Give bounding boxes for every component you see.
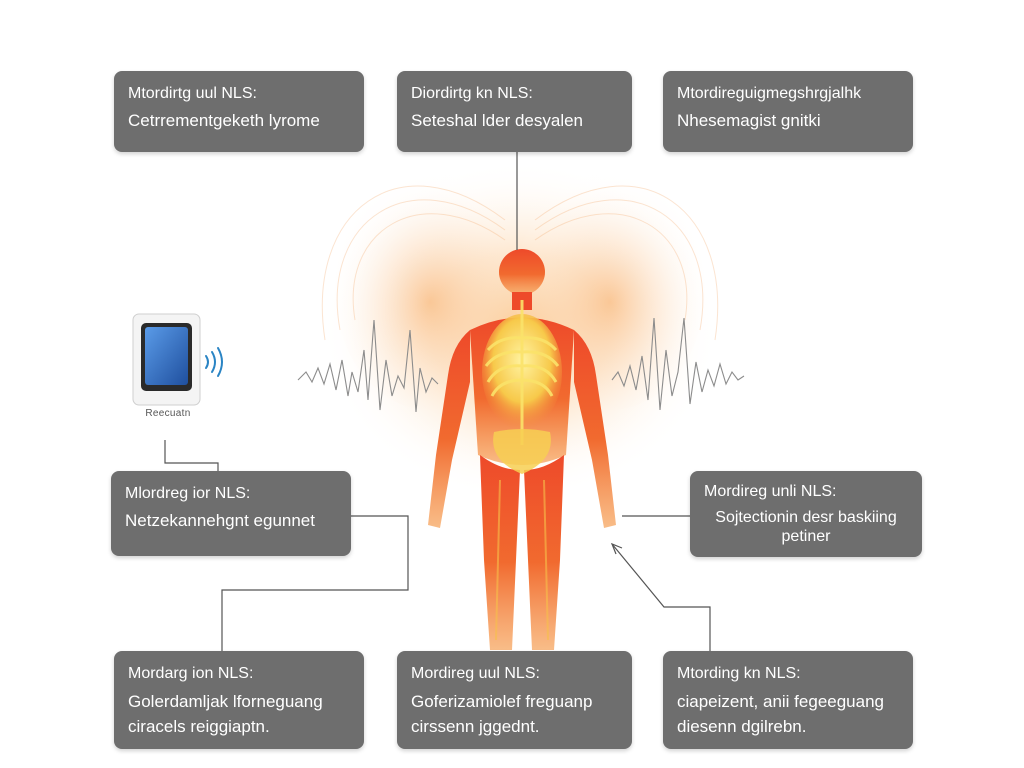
human-body-figure <box>428 249 616 650</box>
wireless-signal-icon <box>205 347 223 377</box>
waveform-left <box>297 319 439 413</box>
callout-heading: Mtording kn NLS: <box>677 665 801 682</box>
callout-heading: Mordarg ion NLS: <box>128 665 254 682</box>
callout-heading: Mordireg unli NLS: <box>704 483 837 500</box>
callout-middle-right: Mordireg unli NLS: Sojtectionin desr bas… <box>690 471 922 557</box>
callout-heading: Diordirtg kn NLS: <box>411 85 533 102</box>
callout-text: Cetrrementgeketh lyrome <box>128 111 320 130</box>
connector-lines <box>164 152 711 651</box>
smartphone-icon <box>132 313 201 406</box>
callout-top-right: Mtordireguigmegshrgjalhk Nhesemagist gni… <box>663 71 913 152</box>
callout-text: Seteshal lder desyalen <box>411 111 584 130</box>
callout-heading: Mordireg uul NLS: <box>411 665 540 682</box>
callout-bottom-right: Mtording kn NLS: ciapeizent, anii fegeeg… <box>663 651 913 749</box>
callout-bottom-center: Mordireg uul NLS: Goferizamiolef freguan… <box>397 651 632 749</box>
waveform-right <box>611 317 745 411</box>
callout-bottom-left: Mordarg ion NLS: Golerdamljak lforneguan… <box>114 651 364 749</box>
callout-middle-left: Mlordreg ior NLS: Netzekannehgnt egunnet <box>111 471 351 556</box>
callout-text: Netzekannehgnt egunnet <box>125 511 315 530</box>
callout-text: Sojtectionin desr baskiing petiner <box>715 509 897 545</box>
callout-heading: Mtordireguigmegshrgjalhk <box>677 85 862 102</box>
callout-text: Golerdamljak lforneguang ciracels reiggi… <box>128 692 323 736</box>
callout-heading: Mtordirtg uul NLS: <box>128 85 257 102</box>
device-label: Reecuatn <box>145 408 191 419</box>
callout-text: Goferizamiolef freguanp cirssenn jggednt… <box>411 692 593 736</box>
callout-text: ciapeizent, anii fegeeguang diesenn dgil… <box>677 692 884 736</box>
callout-text: Nhesemagist gnitki <box>677 111 821 130</box>
callout-heading: Mlordreg ior NLS: <box>125 485 251 502</box>
callout-top-left: Mtordirtg uul NLS: Cetrrementgeketh lyro… <box>114 71 364 152</box>
callout-top-center: Diordirtg kn NLS: Seteshal lder desyalen <box>397 71 632 152</box>
